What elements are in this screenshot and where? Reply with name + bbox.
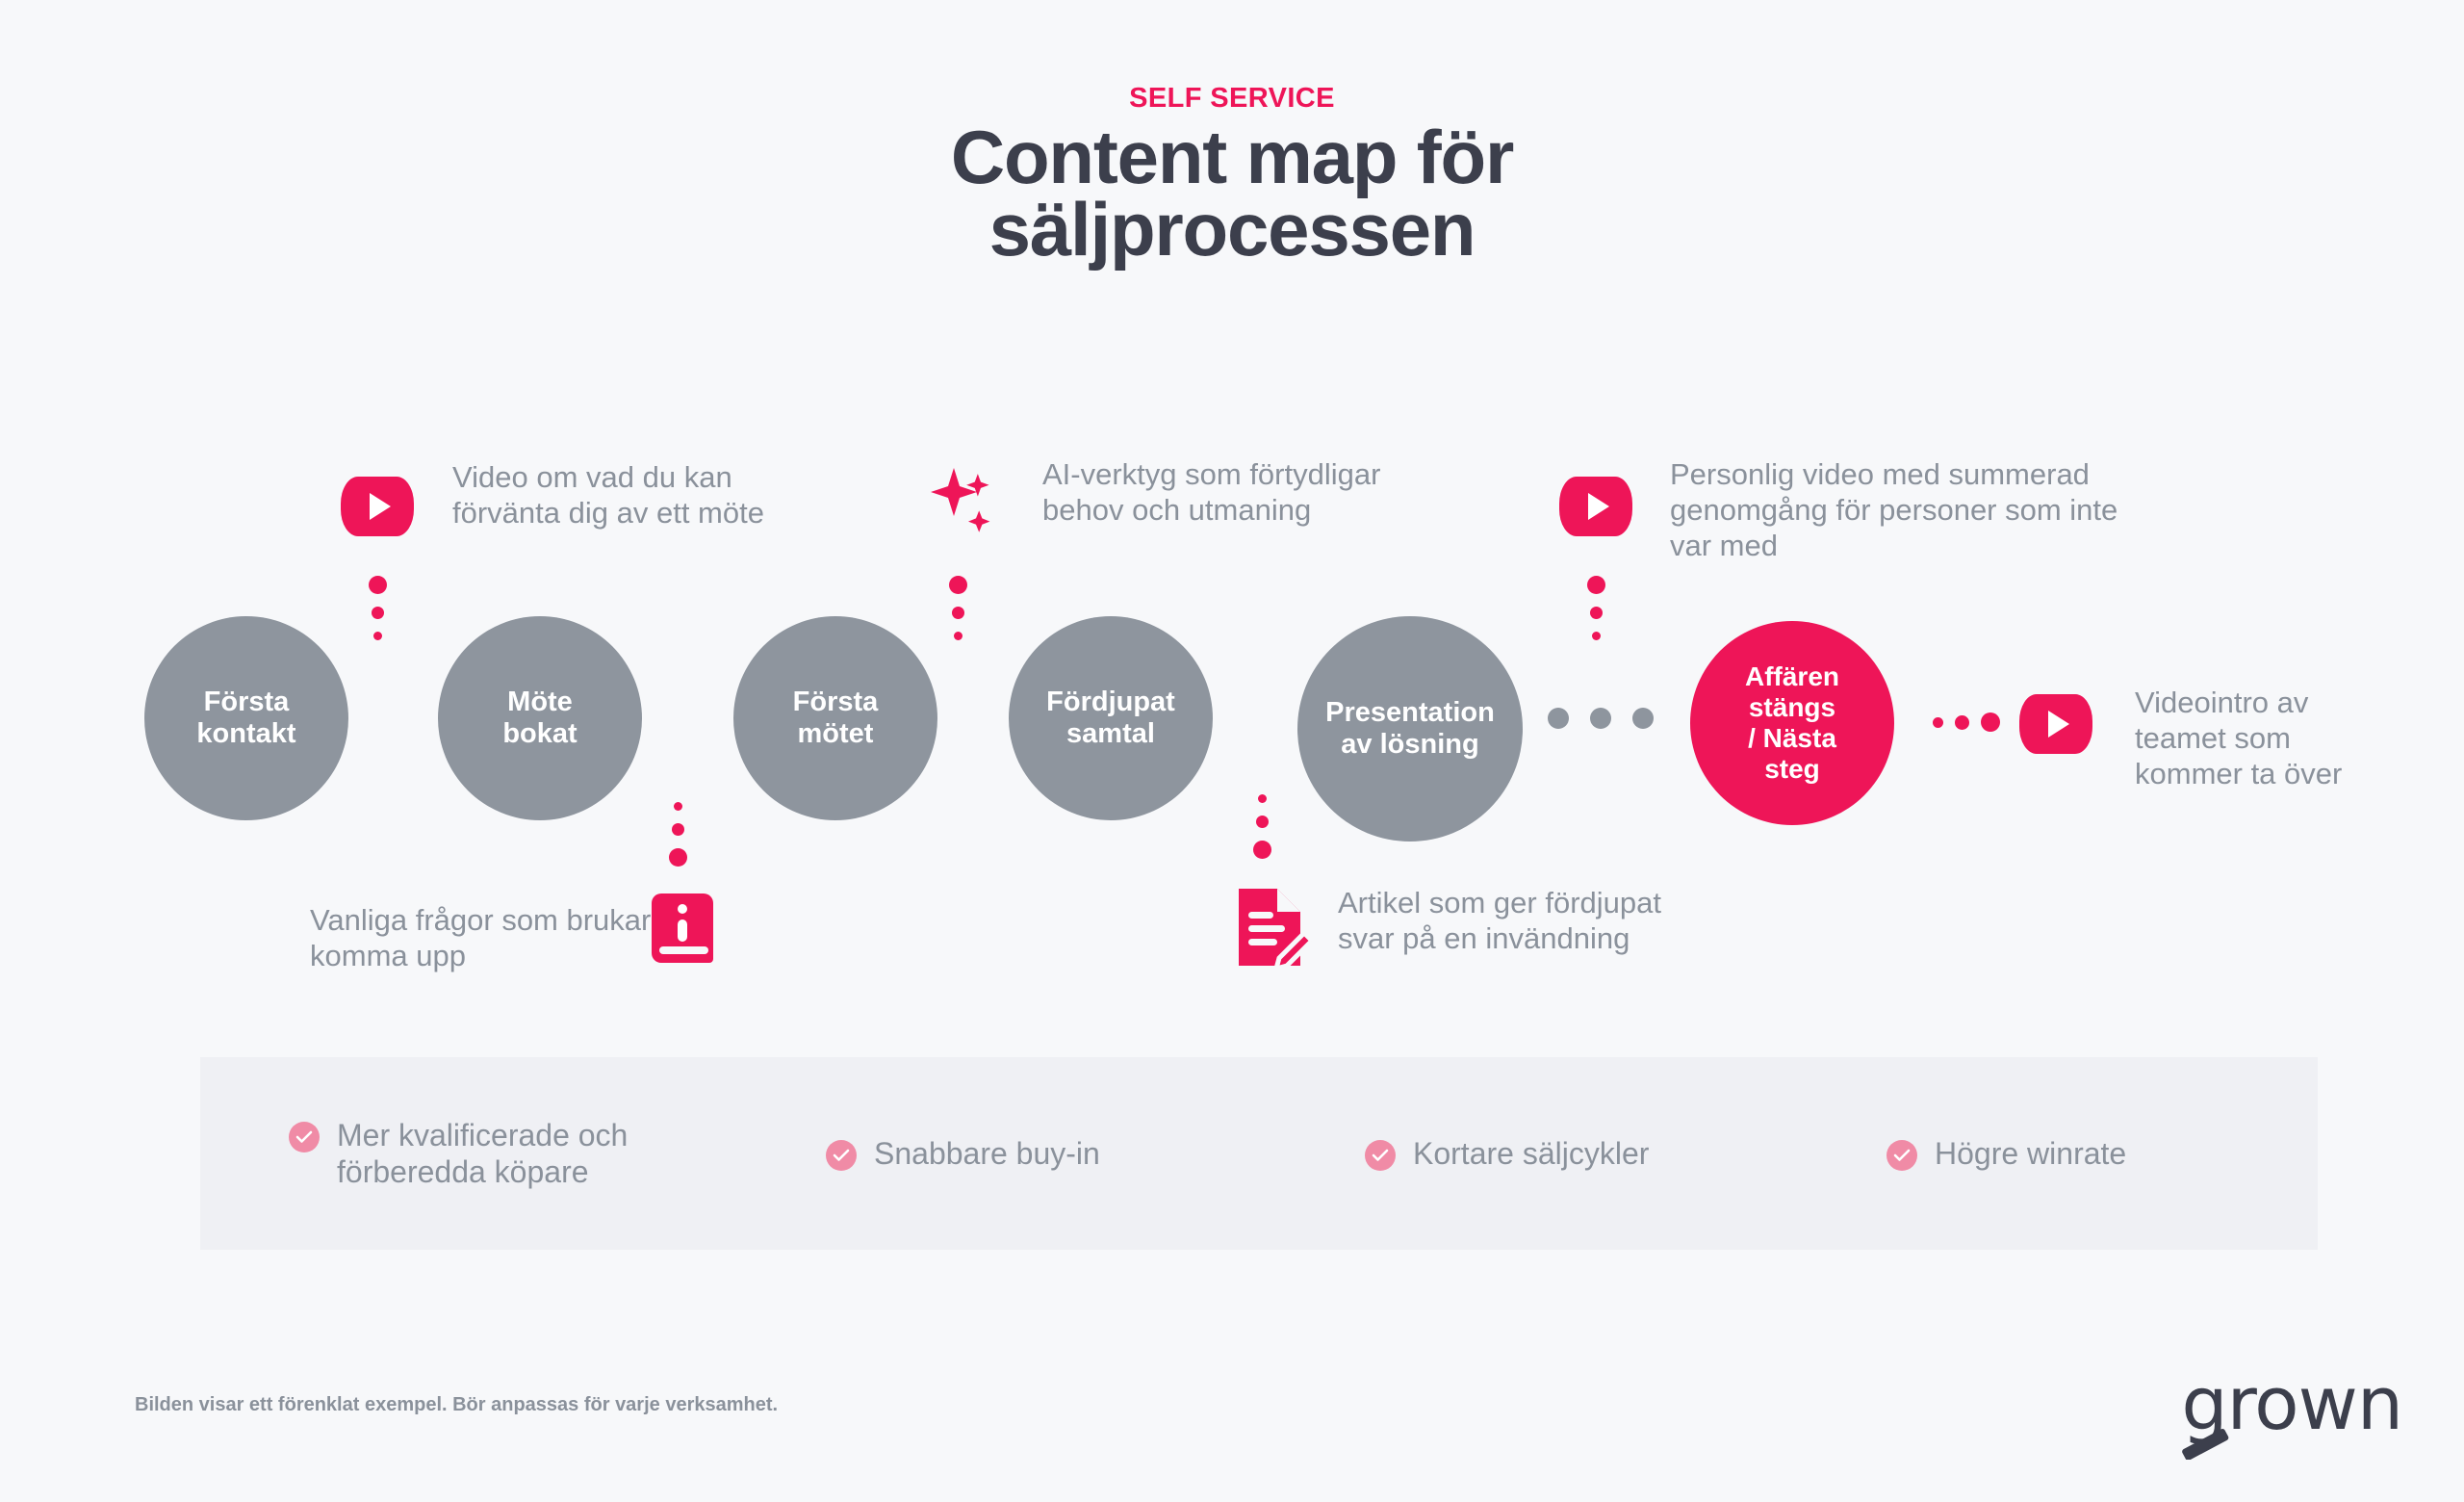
dot (373, 632, 382, 640)
eyebrow-label: SELF SERVICE (1129, 83, 1335, 114)
benefit-item: Snabbare buy-in (739, 1135, 1278, 1172)
dot (1258, 794, 1267, 803)
check-circle-icon (289, 1121, 320, 1152)
video-play-icon (341, 477, 414, 536)
play-triangle-icon (369, 493, 391, 520)
dot (1955, 714, 1969, 730)
page-title-line1: Content map för (950, 115, 1514, 199)
dot (1632, 708, 1654, 729)
benefit-label: Snabbare buy-in (874, 1135, 1100, 1171)
check-circle-icon (1365, 1139, 1396, 1171)
dot (1590, 607, 1603, 619)
flow-node-mote-bokat[interactable]: Möte bokat (438, 616, 642, 820)
connector-dots-video-expect (369, 576, 387, 640)
info-stem-icon (678, 919, 687, 942)
connector-dots-pink (1933, 712, 2000, 732)
dot (369, 576, 387, 594)
benefit-label: Högre winrate (1935, 1135, 2127, 1171)
video-play-icon (2019, 694, 2092, 754)
dot (954, 632, 962, 640)
callout-ai-tool: AI-verktyg som förtydligar behov och utm… (1042, 457, 1381, 527)
benefit-item: Kortare säljcykler (1278, 1135, 1798, 1172)
connector-dots-article (1253, 794, 1271, 859)
callout-video-intro: Videointro av teamet som kommer ta över (2135, 686, 2343, 790)
ai-sparkle-icon (931, 468, 990, 532)
dot (1256, 816, 1269, 828)
connector-dots-faq (669, 802, 687, 867)
dot (1590, 708, 1611, 729)
info-book-icon (652, 893, 713, 963)
benefits-bar: Mer kvalificerade och förberedda köpare … (200, 1057, 2318, 1250)
benefit-label: Kortare säljcykler (1413, 1135, 1650, 1171)
flow-node-forsta-motet[interactable]: Första mötet (733, 616, 937, 820)
connector-dots-ai-tool (949, 576, 967, 640)
dot (952, 607, 964, 619)
dot (1933, 716, 1943, 728)
check-circle-icon (826, 1139, 857, 1171)
flow-node-label: Första kontakt (196, 686, 296, 749)
callout-article: Artikel som ger fördjupat svar på en inv… (1338, 886, 1661, 955)
page-title: Content map för säljprocessen (558, 119, 1906, 272)
flow-node-fordjupat-samtal[interactable]: Fördjupat samtal (1009, 616, 1213, 820)
dot (674, 802, 682, 811)
dot (372, 607, 384, 619)
dot (1253, 841, 1271, 859)
dot (1587, 576, 1605, 594)
flow-node-presentation-losning[interactable]: Presentation av lösning (1297, 616, 1523, 842)
dot (672, 823, 684, 836)
benefit-label: Mer kvalificerade och förberedda köpare (337, 1117, 629, 1189)
flow-node-forsta-kontakt[interactable]: Första kontakt (144, 616, 348, 820)
callout-video-expect: Video om vad du kan förvänta dig av ett … (452, 460, 764, 530)
logo-slash-icon (2182, 1429, 2229, 1460)
info-dot-icon (678, 904, 687, 914)
dot (949, 576, 967, 594)
flow-node-label: Fördjupat samtal (1046, 686, 1175, 749)
book-spine-icon (659, 946, 708, 954)
flow-node-label: Presentation av lösning (1325, 696, 1495, 760)
flow-node-label: Första mötet (792, 686, 879, 749)
check-circle-icon (1886, 1139, 1917, 1171)
logo-wordmark: grown (2181, 1360, 2403, 1446)
footer-note: Bilden visar ett förenklat exempel. Bör … (135, 1394, 779, 1415)
connector-dots-gray (1548, 708, 1654, 729)
flow-node-affaren-stangs[interactable]: Affären stängs / Nästa steg (1690, 621, 1894, 825)
flow-node-label: Affären stängs / Nästa steg (1744, 661, 1839, 784)
flow-node-label: Möte bokat (502, 686, 578, 749)
connector-dots-personal-video (1587, 576, 1605, 640)
callout-personal-video: Personlig video med summerad genomgång f… (1670, 457, 2118, 562)
benefit-item: Mer kvalificerade och förberedda köpare (200, 1117, 739, 1191)
play-triangle-icon (2047, 711, 2069, 738)
video-play-icon (1559, 477, 1632, 536)
grown-logo: grown (2181, 1367, 2403, 1460)
dot (669, 848, 687, 867)
benefit-item: Högre winrate (1798, 1135, 2298, 1172)
document-edit-icon (1239, 889, 1312, 971)
dot (1548, 708, 1569, 729)
dot (1592, 632, 1601, 640)
callout-faq: Vanliga frågor som brukar komma upp (310, 903, 652, 972)
play-triangle-icon (1587, 493, 1609, 520)
dot (1981, 712, 2000, 732)
page-title-line2: säljprocessen (988, 186, 1476, 272)
